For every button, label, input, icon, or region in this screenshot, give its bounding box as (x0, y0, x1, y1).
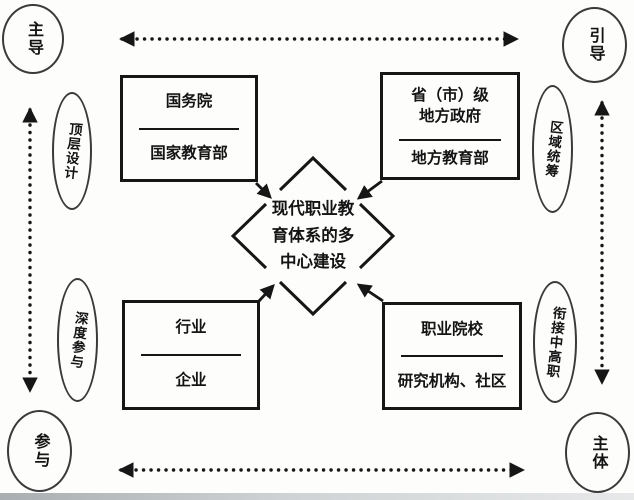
ellipse-participate-label: 参与 (31, 433, 49, 469)
center-diamond-label: 现代职业教 育体系的多 中心建设 (271, 200, 355, 272)
box-vocational-colleges-secondary: 研究机构、社区 (397, 372, 507, 390)
diamond-border-bottom (278, 280, 348, 317)
ellipse-guide: 引导 (562, 7, 627, 83)
box-local-government: 省（市）级 地方政府 地方教育部 (380, 72, 520, 180)
box-vocational-colleges-primary: 职业院校 (420, 320, 483, 338)
box-divider (401, 355, 503, 357)
ellipse-main-body-label: 主体 (589, 434, 607, 471)
ellipse-lead: 主导 (2, 4, 64, 74)
box-divider (399, 139, 501, 142)
arrow-state-council-to-center (255, 182, 272, 199)
scan-edge-artifact (0, 493, 634, 500)
box-local-government-primary: 省（市）级 地方政府 (411, 87, 489, 126)
arrow-industry-to-center (257, 284, 275, 302)
box-state-council-secondary: 国家教育部 (150, 144, 228, 162)
ellipse-top-level-design-label: 顶层设计 (61, 121, 83, 181)
ellipse-deep-participation-label: 深度参与 (67, 310, 89, 370)
box-state-council-primary: 国务院 (165, 93, 213, 111)
box-divider (138, 127, 240, 130)
ellipse-link-secondary-higher: 衔接中高职 (533, 281, 577, 403)
box-divider (140, 354, 242, 356)
ellipse-guide-label: 引导 (586, 27, 604, 63)
box-vocational-colleges: 职业院校 研究机构、社区 (382, 302, 522, 410)
arrow-colleges-to-center (356, 283, 384, 303)
ellipse-regional-coordination-label: 区域统筹 (542, 119, 564, 179)
box-industry-enterprise-primary: 行业 (175, 319, 207, 337)
box-industry-enterprise: 行业 企业 (122, 300, 260, 410)
box-industry-enterprise-secondary: 企业 (175, 372, 207, 390)
box-state-council: 国务院 国家教育部 (120, 75, 258, 182)
ellipse-main-body: 主体 (565, 412, 630, 493)
ellipse-link-secondary-higher-label: 衔接中高职 (544, 305, 567, 379)
ellipse-lead-label: 主导 (25, 21, 42, 57)
diamond-border-top (278, 155, 348, 192)
ellipse-top-level-design: 顶层设计 (52, 92, 92, 210)
ellipse-deep-participation: 深度参与 (57, 278, 98, 402)
ellipse-participate: 参与 (7, 410, 72, 492)
box-local-government-secondary: 地方教育部 (411, 149, 489, 167)
ellipse-regional-coordination: 区域统筹 (532, 85, 573, 213)
